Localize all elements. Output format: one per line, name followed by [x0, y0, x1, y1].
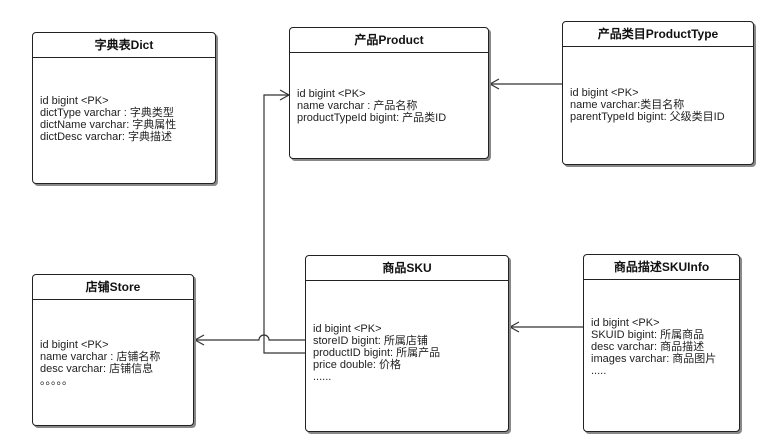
arrowhead-store — [193, 334, 205, 346]
entity-field: SKUID bigint: 所属商品 — [591, 329, 705, 341]
arrowhead-sku — [508, 321, 520, 333]
entity-title: 商品描述SKUInfo — [584, 255, 739, 280]
entity-field: name varchar : 店铺名称 — [40, 351, 161, 363]
entity-title: 店铺Store — [33, 275, 193, 300]
entity-field: price double: 价格 — [313, 359, 402, 371]
edge-sku-store — [195, 334, 305, 341]
entity-field: desc varchar: 商品描述 — [591, 341, 705, 353]
entity-field: ...... — [313, 371, 332, 383]
entity-title: 产品Product — [290, 28, 488, 53]
entity-sku[interactable]: 商品SKU id bigint <PK> storeID bigint: 所属店… — [305, 255, 509, 432]
entity-field: images varchar: 商品图片 — [591, 353, 717, 365]
entity-title: 商品SKU — [306, 256, 508, 281]
entity-store[interactable]: 店铺Store id bigint <PK> name varchar : 店铺… — [32, 274, 194, 426]
entity-title: 字典表Dict — [33, 33, 215, 58]
entity-field: productID bigint: 所属产品 — [313, 347, 441, 359]
entity-field: desc varchar: 店铺信息 — [40, 363, 154, 375]
arrowhead-product — [488, 78, 500, 90]
entity-field: id bigint <PK> — [40, 95, 109, 107]
entity-field: ..... — [591, 365, 607, 377]
entity-field: dictName varchar: 字典属性 — [40, 119, 177, 131]
entity-producttype[interactable]: 产品类目ProductType id bigint <PK> name varc… — [562, 21, 754, 165]
entity-field: name varchar : 产品名称 — [297, 100, 418, 112]
entity-field: id bigint <PK> — [40, 339, 109, 351]
entity-field: id bigint <PK> — [313, 323, 382, 335]
entity-field: storeID bigint: 所属店铺 — [313, 335, 428, 347]
entity-field: dictType varchar : 字典类型 — [40, 107, 174, 119]
entity-field: 。。。。。 — [40, 375, 73, 387]
entity-field: name varchar:类目名称 — [570, 99, 685, 111]
entity-title: 产品类目ProductType — [563, 22, 753, 47]
entity-dict[interactable]: 字典表Dict id bigint <PK> dictType varchar … — [32, 32, 216, 184]
entity-product[interactable]: 产品Product id bigint <PK> name varchar : … — [289, 27, 489, 159]
entity-field: productTypeId bigint: 产品类ID — [297, 112, 447, 124]
entity-field: id bigint <PK> — [297, 88, 366, 100]
entity-field: id bigint <PK> — [570, 87, 639, 99]
entity-field: dictDesc varchar: 字典描述 — [40, 131, 173, 143]
entity-skuinfo[interactable]: 商品描述SKUInfo id bigint <PK> SKUID bigint:… — [583, 254, 740, 432]
entity-field: id bigint <PK> — [591, 317, 660, 329]
entity-field: parentTypeId bigint: 父级类目ID — [570, 111, 725, 123]
edge-sku-product — [263, 94, 305, 354]
